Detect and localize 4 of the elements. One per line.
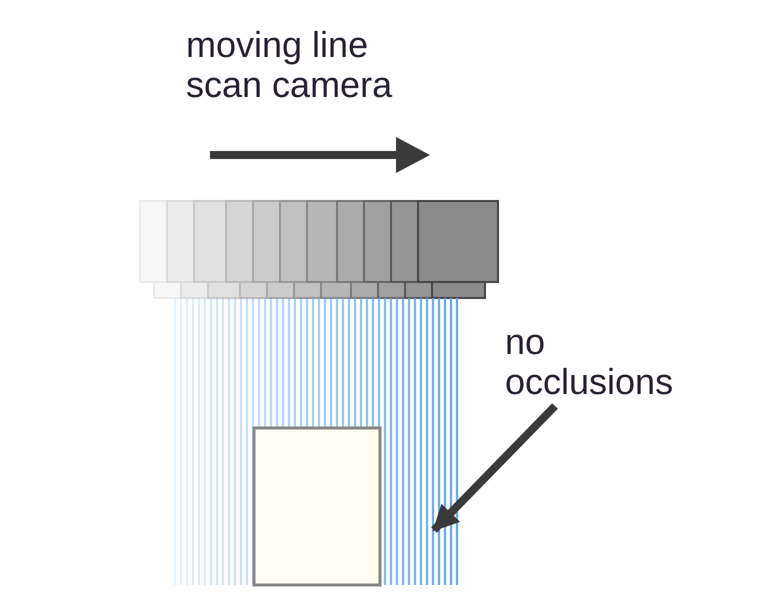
caption-text: moving line scan camera bbox=[186, 25, 394, 105]
scan-lines-and-object-drawing bbox=[174, 298, 458, 586]
leader-arrow bbox=[431, 403, 558, 533]
annotation-text: no occlusions bbox=[505, 322, 674, 402]
